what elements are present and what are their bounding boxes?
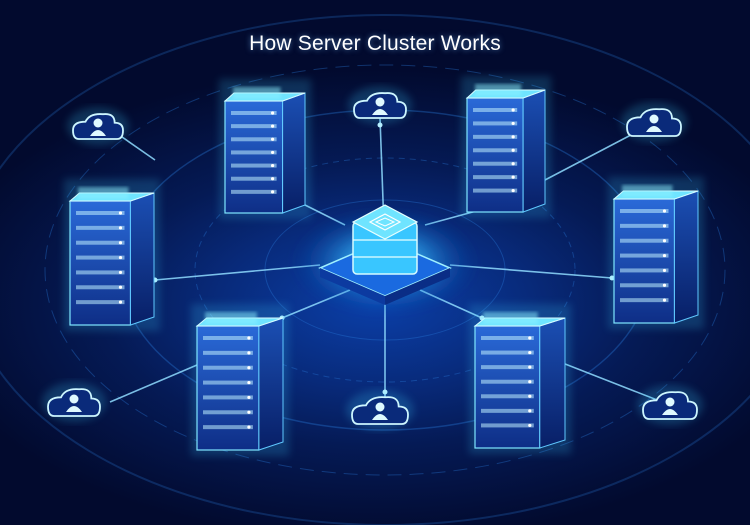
server-rack-icon <box>64 179 160 331</box>
cloud-user-icon <box>346 390 414 430</box>
server-rack-icon <box>219 79 311 219</box>
cloud-user-icon <box>637 385 703 425</box>
cloud-user-icon <box>67 107 129 145</box>
cloud-user-icon <box>348 86 412 124</box>
page-title: How Server Cluster Works <box>249 32 501 55</box>
client-clouds <box>42 86 703 430</box>
cloud-user-icon <box>621 102 687 142</box>
server-racks <box>64 76 704 456</box>
server-rack-icon <box>461 76 551 218</box>
server-rack-icon <box>608 177 704 329</box>
cloud-user-icon <box>42 382 106 422</box>
server-rack-icon <box>191 304 289 456</box>
server-rack-icon <box>469 304 571 454</box>
load-balancer-hub-icon <box>290 204 480 317</box>
